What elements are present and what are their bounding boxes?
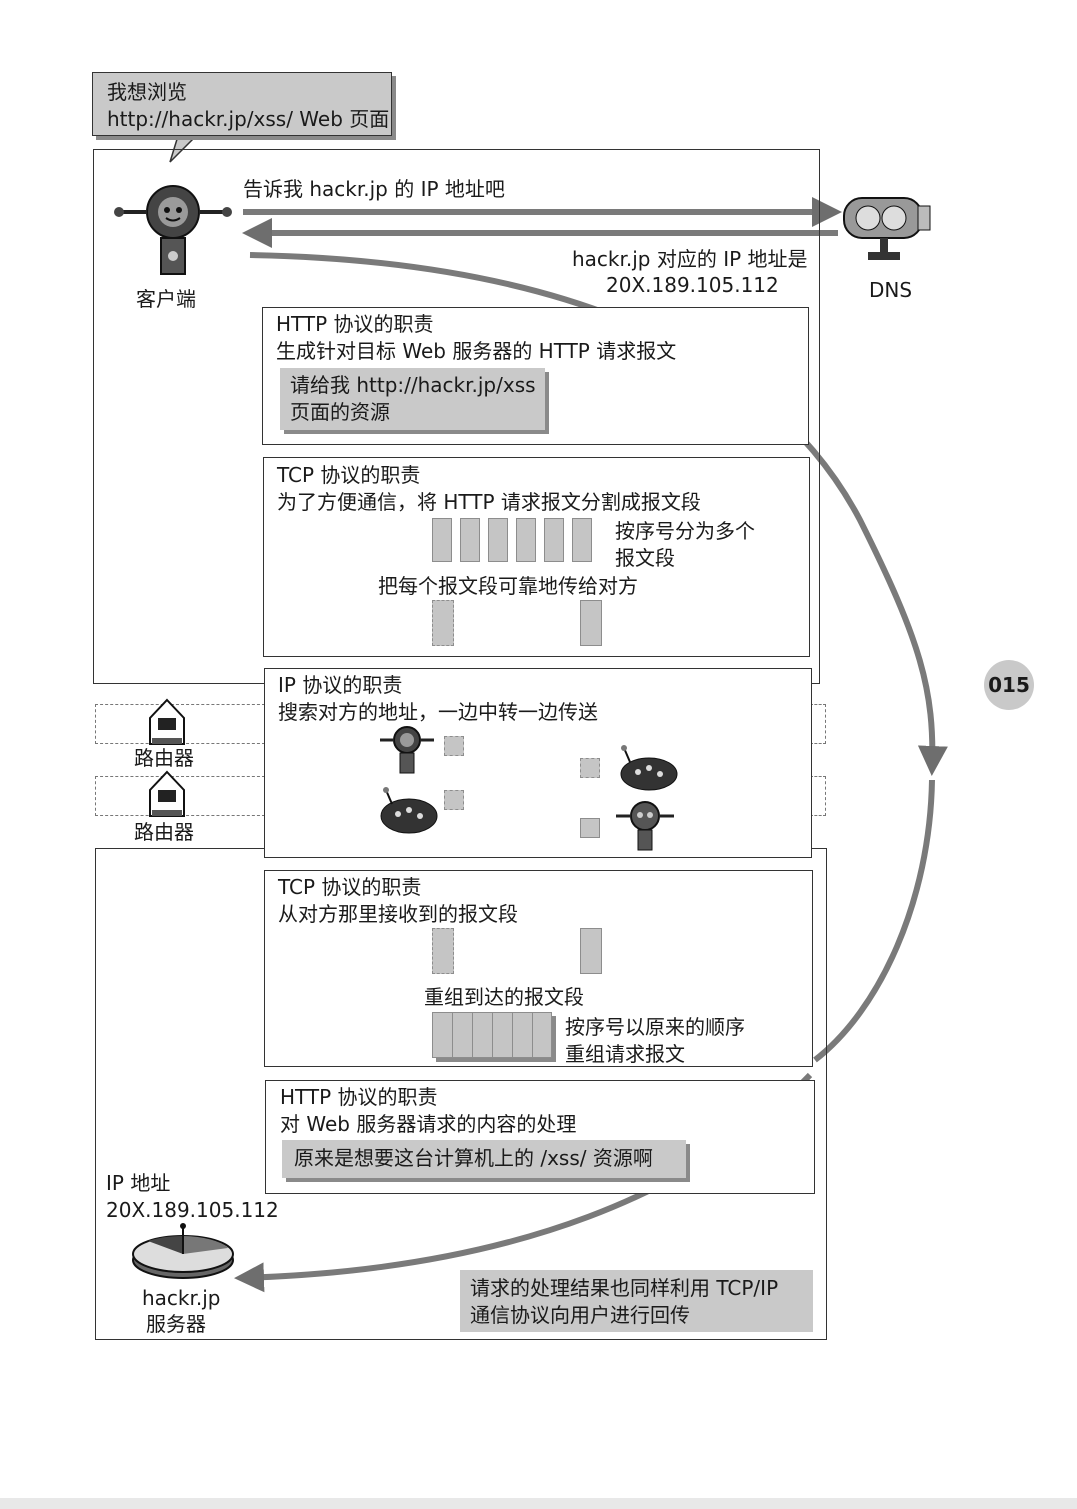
tcp-server-title: TCP 协议的职责 <box>278 875 422 899</box>
segment-5 <box>544 518 564 562</box>
http-client-desc: 生成针对目标 Web 服务器的 HTTP 请求报文 <box>276 339 677 363</box>
tcp-recv-receiver-segment <box>580 928 602 974</box>
tcp-order-note-line2: 重组请求报文 <box>565 1042 685 1066</box>
client-label: 客户端 <box>136 287 196 311</box>
router-lane-1-right <box>810 704 826 744</box>
router-label-2: 路由器 <box>134 820 194 844</box>
tcp-reassemble-text: 重组到达的报文段 <box>424 985 584 1009</box>
segment-6 <box>572 518 592 562</box>
router-icon-2 <box>149 770 185 817</box>
bottom-strip <box>0 1498 1077 1509</box>
result-note-line2: 通信协议向用户进行回传 <box>470 1303 690 1327</box>
small-server-robot-icon <box>616 801 674 851</box>
request-flow-curve-lower <box>813 779 935 1063</box>
speech-bubble-line1: 我想浏览 <box>107 80 187 104</box>
http-server-note-text: 原来是想要这台计算机上的 /xss/ 资源啊 <box>294 1146 653 1170</box>
alien-router-icon-1 <box>620 745 678 791</box>
http-request-line2: 页面的资源 <box>290 400 390 424</box>
dns-response-line1: hackr.jp 对应的 IP 地址是 <box>572 247 808 271</box>
http-server-desc: 对 Web 服务器请求的内容的处理 <box>280 1112 577 1136</box>
reassembled-message <box>432 1012 552 1058</box>
router-lane-2-right <box>810 776 826 816</box>
speech-bubble-line2: http://hackr.jp/xss/ Web 页面 <box>107 107 390 131</box>
tcp-reliable-text: 把每个报文段可靠地传给对方 <box>378 574 638 598</box>
tcp-client-box <box>263 457 810 657</box>
segment-1 <box>432 518 452 562</box>
server-name-line2: 服务器 <box>146 1312 206 1336</box>
tcp-sender-segment <box>432 600 454 646</box>
result-note-line1: 请求的处理结果也同样利用 TCP/IP <box>470 1276 779 1300</box>
router-label-1: 路由器 <box>134 746 194 770</box>
tcp-recv-sender-segment <box>432 928 454 974</box>
page-number-badge: 015 <box>984 660 1034 710</box>
tcp-server-desc: 从对方那里接收到的报文段 <box>278 902 518 926</box>
server-name-line1: hackr.jp <box>142 1286 221 1310</box>
ip-packet-2 <box>580 758 600 778</box>
dns-request-text: 告诉我 hackr.jp 的 IP 地址吧 <box>243 177 505 201</box>
server-ip-value: 20X.189.105.112 <box>106 1198 279 1222</box>
ip-packet-4 <box>580 818 600 838</box>
small-client-robot-icon <box>380 726 434 774</box>
web-server-icon <box>132 1223 234 1279</box>
router-icon-1 <box>149 698 185 745</box>
server-ip-label: IP 地址 <box>106 1171 171 1195</box>
ip-box <box>264 668 812 858</box>
client-robot-icon <box>114 185 232 275</box>
tcp-client-desc: 为了方便通信，将 HTTP 请求报文分割成报文段 <box>277 490 701 514</box>
http-request-message: 请给我 http://hackr.jp/xss 页面的资源 <box>280 368 545 430</box>
tcp-seq-note-line2: 报文段 <box>615 546 675 570</box>
ip-packet-1 <box>444 736 464 756</box>
segment-2 <box>460 518 480 562</box>
alien-router-icon-2 <box>380 787 438 834</box>
tcp-receiver-segment <box>580 600 602 646</box>
result-note: 请求的处理结果也同样利用 TCP/IP 通信协议向用户进行回传 <box>460 1270 813 1332</box>
speech-bubble: 我想浏览 http://hackr.jp/xss/ Web 页面 <box>92 72 392 136</box>
dns-label: DNS <box>869 278 913 302</box>
ip-packet-3 <box>444 790 464 810</box>
dns-response-line2: 20X.189.105.112 <box>606 273 779 297</box>
dns-server-icon <box>843 197 931 260</box>
http-request-line1: 请给我 http://hackr.jp/xss <box>290 373 536 397</box>
ip-title: IP 协议的职责 <box>278 673 403 697</box>
ip-desc: 搜索对方的地址，一边中转一边传送 <box>278 700 598 724</box>
tcp-seq-note-line1: 按序号分为多个 <box>615 519 755 543</box>
tcp-client-title: TCP 协议的职责 <box>277 463 421 487</box>
http-server-title: HTTP 协议的职责 <box>280 1085 438 1109</box>
segment-3 <box>488 518 508 562</box>
http-client-title: HTTP 协议的职责 <box>276 312 434 336</box>
tcp-order-note-line1: 按序号以原来的顺序 <box>565 1015 745 1039</box>
segment-4 <box>516 518 536 562</box>
http-server-note: 原来是想要这台计算机上的 /xss/ 资源啊 <box>282 1140 686 1178</box>
